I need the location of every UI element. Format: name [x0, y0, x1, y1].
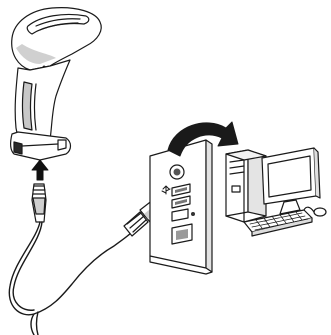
cable-wire-tail [31, 312, 38, 335]
ethernet-port-icon [172, 224, 192, 244]
usb-cable [9, 184, 168, 335]
computer-back-panel [150, 140, 212, 274]
mouse-body [314, 208, 326, 216]
tower-button [232, 186, 240, 192]
aux-port-dot [191, 212, 195, 216]
scanner-base-right [58, 140, 66, 150]
monitor [262, 148, 320, 214]
up-arrow-icon [32, 160, 48, 180]
handheld-barcode-scanner [11, 8, 102, 160]
scanner-handle-grip [23, 82, 33, 130]
ps2-port-inner [174, 169, 181, 176]
scanner-base-left [14, 142, 22, 154]
desktop-computer [226, 148, 326, 236]
cable-wire [9, 222, 132, 315]
panel-side [206, 140, 212, 272]
